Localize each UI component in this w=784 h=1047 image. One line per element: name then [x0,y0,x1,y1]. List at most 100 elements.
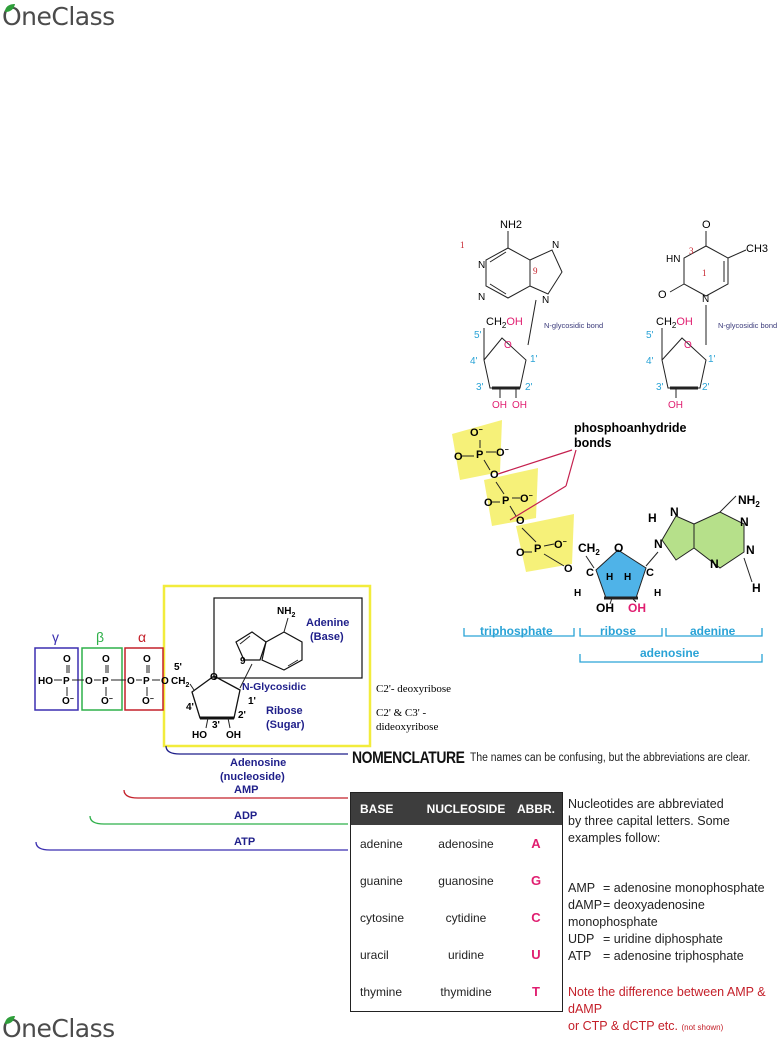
svg-text:O: O [143,654,151,665]
logo-text: OneClass [2,2,115,31]
deoxy-note: C2' & C3' - [376,707,426,719]
ch2oh-label: CH2OH [656,316,693,330]
deoxy-note: C2'- deoxyribose [376,683,451,695]
svg-text:O: O [490,469,499,481]
atp-label: ATP [234,836,255,848]
o-label: O [658,289,667,301]
svg-text:C: C [646,567,654,579]
table-header-row: BASE NUCLEOSIDE ABBR. [351,793,562,825]
carbon-label: 5' [174,662,182,673]
svg-text:N: N [710,557,719,571]
svg-text:O: O [85,676,93,687]
svg-text:O−: O− [496,447,509,459]
table-row: thymine thymidine T [360,984,540,999]
oneclass-logo-bottom: OneClass [2,1014,115,1043]
nh2-label: NH2 [277,606,295,619]
oh-label: OH [226,730,241,741]
alpha-label: α [138,629,146,645]
nh2-label: NH2 [738,493,760,509]
svg-text:P: P [143,676,150,687]
svg-text:N: N [654,537,663,551]
ribose-ring [595,549,647,599]
svg-text:O: O [127,676,135,687]
carbon-label: 2' [525,382,533,393]
nucleoside-structures: NH2 1 9 N N N N CH2OH O 5' 4' 1' 3' 2' O… [460,219,777,410]
svg-text:N: N [740,515,749,529]
carbon-label: 3' [656,382,664,393]
ribose-label: ribose [600,624,636,638]
example-item: AMP= adenosine monophosphate [568,881,765,895]
ch2-label: CH2 [578,541,600,557]
svg-text:CH2: CH2 [171,676,189,689]
oh-label: OH [596,601,614,615]
leaf-icon [5,4,15,12]
ch3-label: CH3 [746,243,768,255]
hn-label: HN [666,254,680,265]
svg-text:O: O [63,654,71,665]
n-label: N [552,240,559,251]
ring-o-label: O [614,541,623,555]
table-row: uracil uridine U [360,947,541,962]
carbon-label: 5' [474,330,482,341]
header-base: BASE [360,802,394,816]
gamma-phosphate-box [34,647,79,711]
svg-text:H: H [648,511,657,525]
oneclass-logo-top: OneClass [2,2,115,31]
svg-text:O: O [484,497,493,509]
adenine-label: adenine [690,624,736,638]
example-item: ATP= adenosine triphosphate [568,949,744,963]
examples-list: AMP= adenosine monophosphate dAMP= deoxy… [568,880,783,965]
atp-diagram: O− P O O− O P O O− O P O O− O phosphoanh… [452,420,763,663]
oh-label: OH [492,400,507,410]
glycosidic-label: N-Glycosidic [242,681,306,693]
ring-number: 9 [533,266,538,276]
n-label: N [542,295,549,306]
svg-text:N: N [746,543,755,557]
svg-text:H: H [752,581,761,595]
sugar-name: Ribose [266,705,303,717]
alpha-phosphate-box [124,647,164,711]
oh-label: OH [512,400,527,410]
svg-text:P: P [63,676,70,687]
beta-label: β [96,629,104,645]
svg-text:O: O [564,563,573,575]
ribose-ring [191,675,241,719]
svg-text:H: H [654,588,661,599]
leaf-icon [5,1016,15,1024]
adenine-five-ring [661,515,695,561]
svg-text:O−: O− [142,696,154,707]
gamma-label: γ [52,629,59,645]
adp-bracket [89,815,348,825]
adenosine-diagram: γ β α HO P O O− O P O O− O P O O− O CH2 … [34,584,451,851]
nh2-label: NH2 [500,219,522,231]
svg-text:H: H [574,588,581,599]
svg-text:O: O [102,654,110,665]
svg-text:P: P [502,495,509,507]
carbon-label: 2' [702,382,710,393]
n-label: N [702,294,709,305]
header-abbr: ABBR. [517,802,555,816]
beta-phosphate-box [81,647,123,711]
nomenclature-title: NOMENCLATURE [352,748,465,767]
o-label: O [702,219,711,231]
glycosidic-bond-label: N-glycosidic bond [718,321,777,330]
table-row: guanine guanosine G [360,873,542,888]
amp-label: AMP [234,784,258,796]
carbon-label: 5' [646,330,654,341]
ring-o-label: O [684,340,692,351]
glycosidic-bond-label: N-glycosidic bond [544,321,603,330]
n9-label: 9 [240,656,246,667]
amp-bracket [123,789,348,799]
adp-label: ADP [234,810,257,822]
phosphate-chain: HO P O O− O P O O− O P O O− O CH2 [38,654,189,707]
adenosine-label: Adenosine [230,757,286,769]
svg-text:O: O [516,547,525,559]
nucleoside-label: (nucleoside) [220,771,285,783]
svg-text:C: C [586,567,594,579]
base-box [213,597,363,679]
example-item: dAMP= deoxyadenosine monophosphate [568,898,705,929]
svg-text:O: O [161,676,169,687]
svg-text:N: N [670,505,679,519]
header-nucleoside: NUCLEOSIDE [426,802,506,816]
table-row: adenine adenosine A [360,836,541,851]
